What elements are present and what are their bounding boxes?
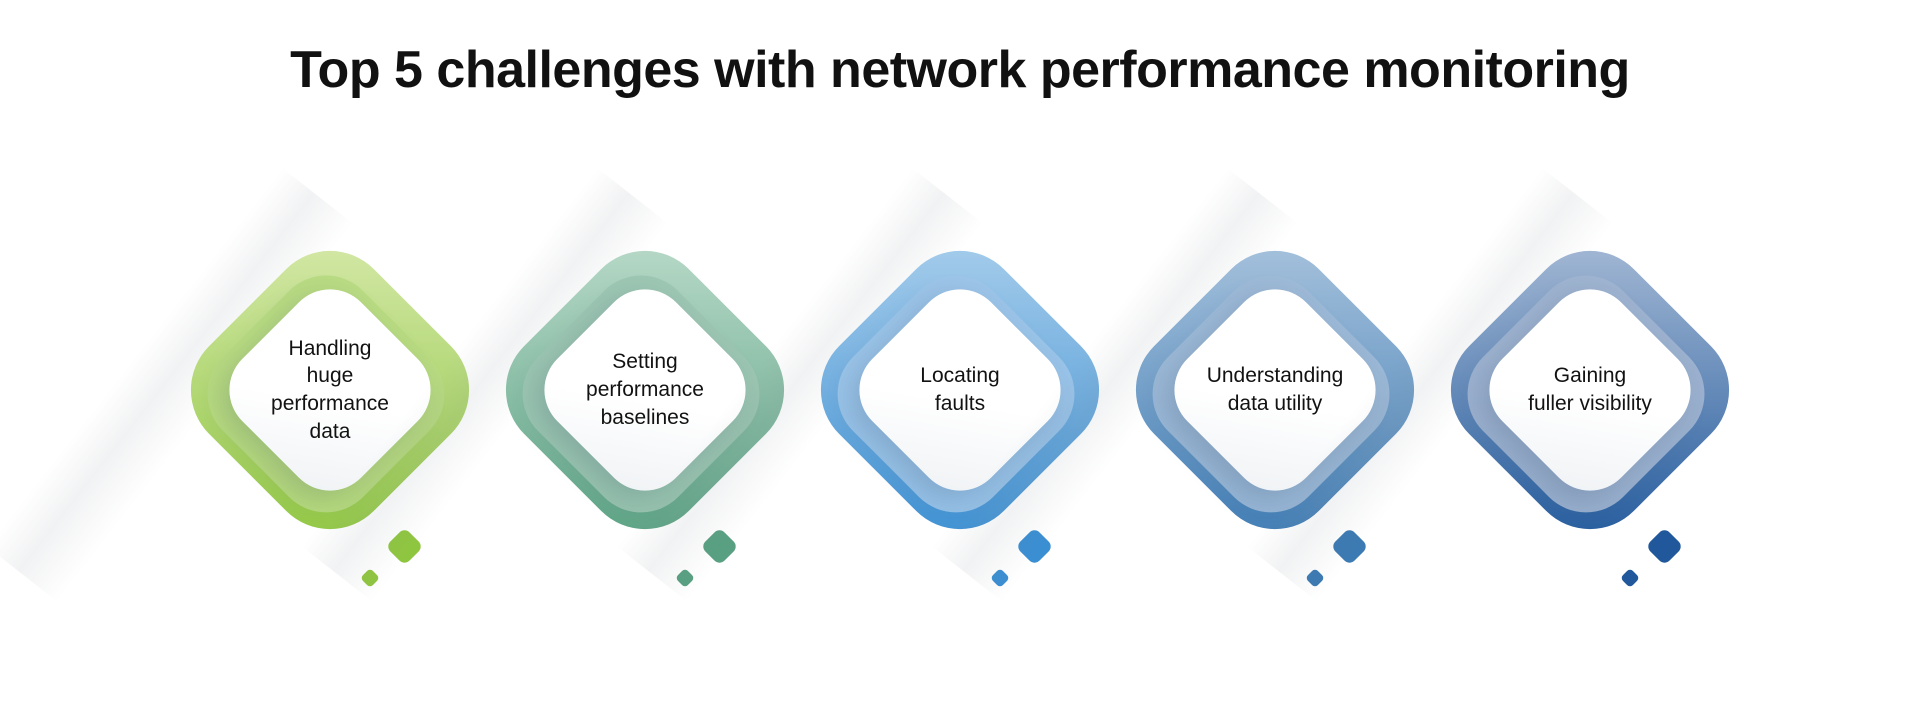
accent-diamond-icon [1620,568,1640,588]
challenge-card: Gaining fuller visibility [1246,168,1755,602]
challenge-card: Locating faults [616,168,1125,602]
card-label: Setting performance baselines [586,350,704,429]
card-label: Understanding data utility [1206,364,1344,415]
challenge-card: Understanding data utility [931,168,1440,602]
page-title: Top 5 challenges with network performanc… [290,41,1630,99]
challenge-card: Handling huge performance data [0,168,495,602]
card-label: Locating faults [920,364,1000,415]
card-label: Gaining fuller visibility [1528,364,1652,415]
challenge-card: Setting performance baselines [301,168,810,602]
card-label: Handling huge performance data [271,336,389,443]
